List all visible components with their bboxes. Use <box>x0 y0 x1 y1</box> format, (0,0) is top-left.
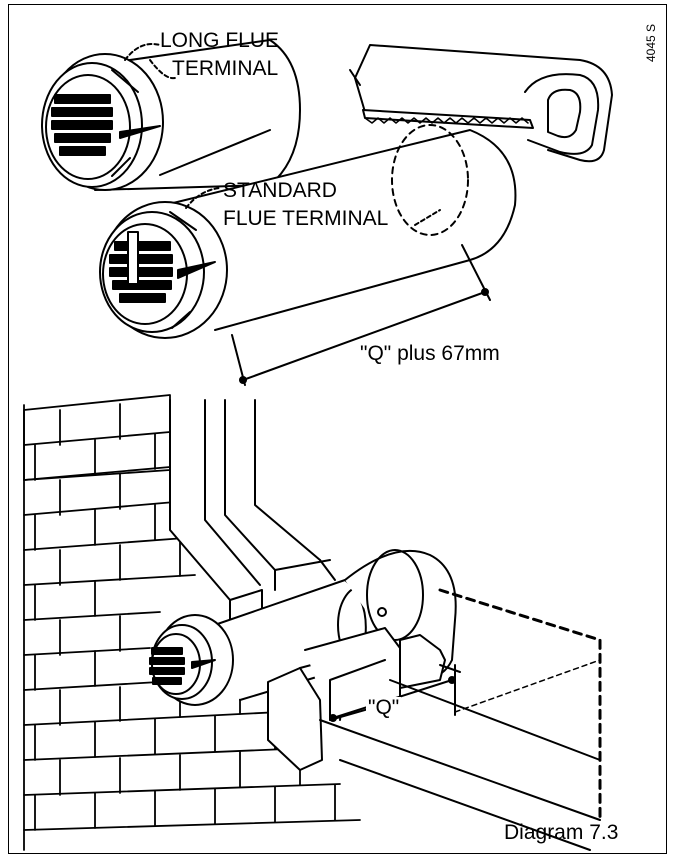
cut-length-dimension <box>231 244 491 386</box>
long-flue-terminal-label-line2: TERMINAL <box>172 57 279 80</box>
cut-length-label: "Q" plus 67mm <box>360 342 500 365</box>
long-flue-terminal-label-line1: LONG FLUE <box>160 29 280 52</box>
standard-flue-terminal-label-line1: STANDARD <box>223 179 337 202</box>
flue-duct-assembly <box>149 399 601 851</box>
reference-code: 4045 S <box>644 23 658 62</box>
standard-flue-terminal <box>99 124 517 339</box>
diagram-caption: Diagram 7.3 <box>504 821 619 844</box>
long-flue-terminal <box>41 39 301 191</box>
standard-flue-terminal-label-line2: FLUE TERMINAL <box>223 207 389 230</box>
hacksaw <box>349 44 613 163</box>
q-dimension-label: "Q" <box>366 696 402 719</box>
